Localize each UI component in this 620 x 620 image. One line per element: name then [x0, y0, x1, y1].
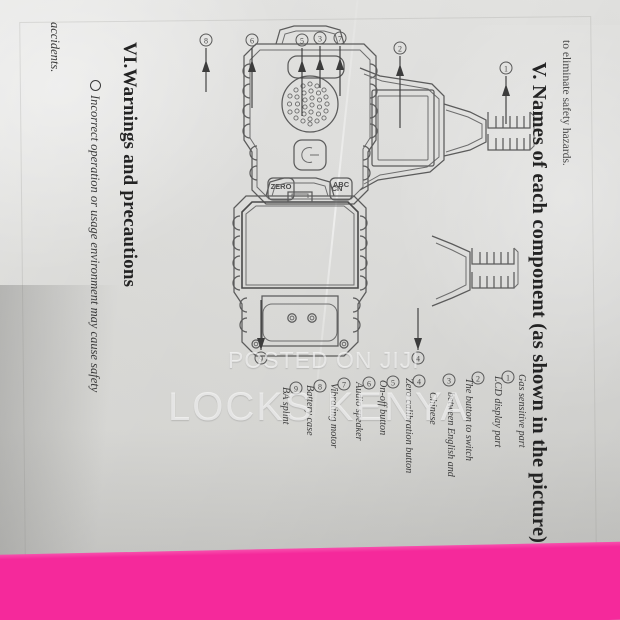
component-item-3-line3: Chinese [427, 392, 438, 425]
component-item-4: Zero calibration button [403, 378, 414, 474]
section-vi-title: VI.Warnings and precautions [119, 42, 140, 288]
component-item-6: Audio speaker [353, 382, 364, 441]
component-item-1: Gas sensitive part [516, 374, 527, 448]
component-item-2: LCD display part [492, 376, 503, 448]
warning-text-continued: accidents. [48, 22, 62, 73]
warning-text: Incorrect operation or usage environment… [88, 95, 102, 393]
pink-surface-strip [0, 541, 620, 620]
component-item-9: BA splint [280, 387, 291, 425]
ring-bullet-icon [90, 80, 101, 91]
component-item-7: Vibrating motor [328, 383, 339, 449]
warning-paragraph: Incorrect operation or usage environment… [86, 80, 104, 392]
running-head: to eliminate safety hazards. [560, 40, 572, 166]
component-item-5: On-off button [377, 380, 388, 436]
component-item-3: The button to switch [463, 378, 474, 461]
component-item-8: Battery case [304, 385, 315, 436]
section-v-title: V. Names of each component (as shown in … [528, 62, 550, 544]
component-item-3-line2: between English and [445, 392, 456, 477]
